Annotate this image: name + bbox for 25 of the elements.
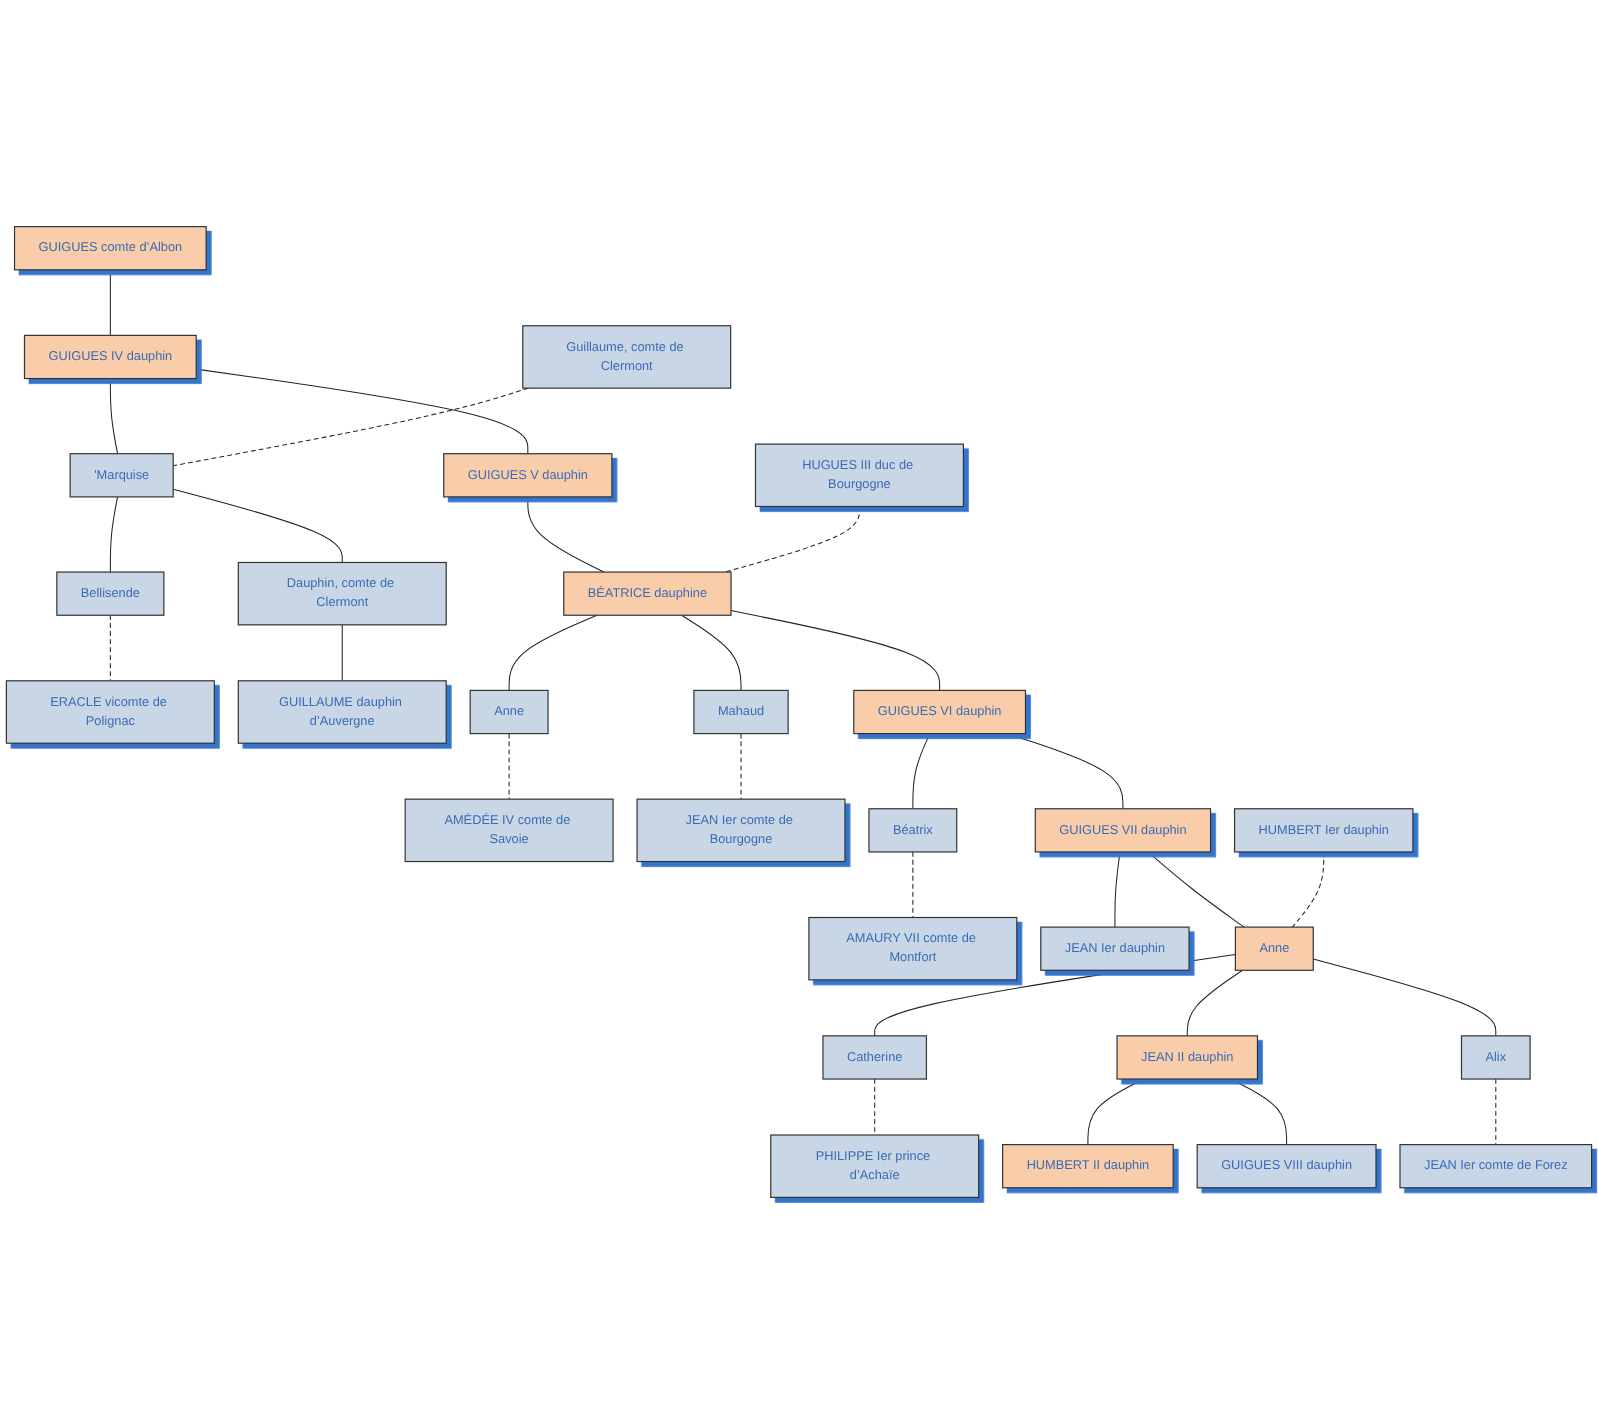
connector: [1186, 969, 1244, 1037]
connector: [681, 614, 742, 691]
connector: [508, 733, 510, 800]
connector: [109, 496, 119, 573]
connector: [109, 614, 111, 682]
connector: [1114, 851, 1121, 928]
connector: [912, 851, 914, 919]
connector: [195, 368, 529, 455]
connector: [1147, 851, 1245, 928]
connector: [730, 610, 941, 691]
connector: [1495, 1078, 1497, 1146]
connector: [508, 614, 598, 691]
connector: [1312, 958, 1497, 1037]
connector: [1006, 733, 1124, 810]
connector: [109, 269, 111, 336]
connector: [912, 733, 931, 810]
connector: [341, 624, 343, 682]
connector: [740, 733, 742, 800]
connector: [172, 488, 343, 563]
connector: [109, 378, 119, 455]
connector: [874, 1078, 876, 1136]
connector: [1291, 851, 1325, 928]
connector: [1230, 1078, 1288, 1146]
connector: [527, 496, 605, 573]
connector: [1087, 1078, 1145, 1146]
